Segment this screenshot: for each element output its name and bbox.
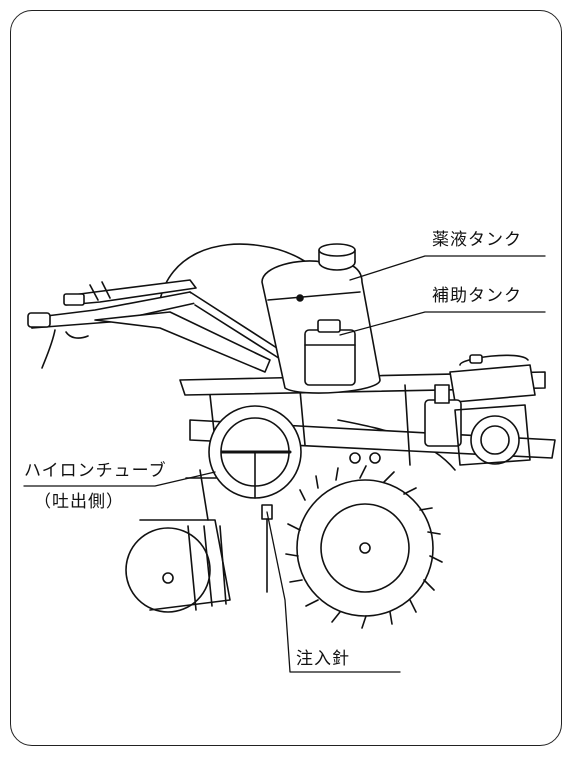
hylon-tube-side-label: （吐出側） <box>34 492 124 512</box>
aux-tank-shape <box>304 319 356 386</box>
leader-tube <box>23 471 216 487</box>
handlebars <box>27 279 286 373</box>
rotary-tines <box>125 469 231 613</box>
hylon-tube-label: ハイロンチューブ <box>24 461 167 481</box>
leader-aux-tank <box>339 311 546 336</box>
chemical-tank-label: 薬液タンク <box>432 230 522 250</box>
figure-frame <box>10 10 562 746</box>
front-disk <box>208 405 381 499</box>
engine-shape <box>424 354 536 466</box>
leader-chemical-tank <box>349 255 546 281</box>
leader-needle <box>266 511 401 673</box>
aux-tank-label: 補助タンク <box>432 286 522 306</box>
leader-lines <box>23 255 546 673</box>
drive-wheel <box>285 465 443 629</box>
injection-needle-shape <box>261 504 273 593</box>
injection-needle-label: 注入針 <box>296 649 350 669</box>
